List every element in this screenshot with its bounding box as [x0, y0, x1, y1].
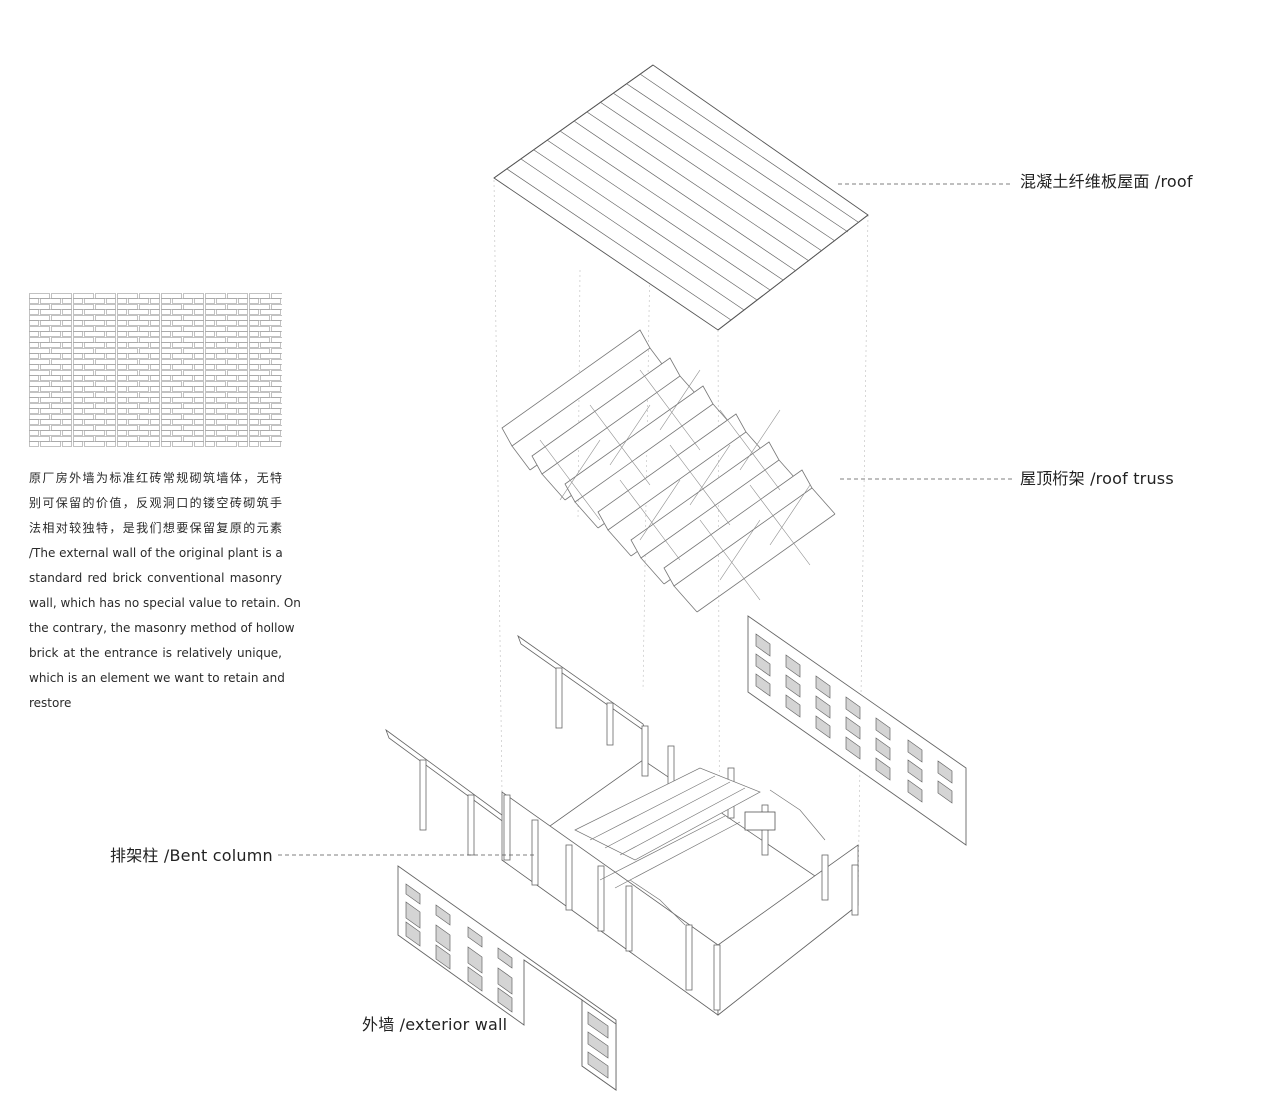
description-line: wall, which has no special value to reta… — [29, 596, 301, 610]
description-line: 法相对较独特，是我们想要保留复原的元素 — [29, 521, 282, 535]
roof-corrugation-lines — [506, 73, 859, 321]
truss-frame-6 — [663, 469, 836, 613]
description-line: 别可保留的价值，反观洞口的镂空砖砌筑手 — [29, 496, 282, 510]
description-line: standard red brick conventional masonry — [29, 571, 282, 585]
description-line: which is an element we want to retain an… — [29, 671, 285, 685]
hollow-brick-pattern — [29, 293, 282, 447]
description-line: the contrary, the masonry method of holl… — [29, 621, 295, 635]
callout-leaders — [278, 183, 1012, 856]
label-exterior-wall: 外墙 /exterior wall — [362, 1015, 508, 1034]
description-line: restore — [29, 696, 72, 710]
wall-windows-right — [755, 633, 953, 804]
description-line: brick at the entrance is relatively uniq… — [29, 646, 282, 660]
description-line: 原厂房外墙为标准红砖常规砌筑墙体，无特 — [29, 471, 282, 485]
exterior-wall-right — [747, 615, 967, 846]
crane-carriage — [744, 811, 776, 831]
label-bent-column: 排架柱 /Bent column — [110, 846, 273, 865]
roof-panel — [493, 64, 869, 331]
roof-truss — [501, 329, 836, 613]
building-frame — [385, 634, 859, 1016]
description-line: /The external wall of the original plant… — [29, 546, 283, 560]
exterior-wall-left — [397, 865, 617, 1091]
crane-beams — [574, 767, 761, 889]
truss-cross-bracing — [539, 369, 811, 601]
label-roof: 混凝土纤维板屋面 /roof — [1020, 172, 1193, 191]
wall-windows-left — [405, 883, 609, 1079]
description-paragraph: 原厂房外墙为标准红砖常规砌筑墙体，无特 别可保留的价值，反观洞口的镂空砖砌筑手 … — [29, 466, 301, 716]
label-roof-truss: 屋顶桁架 /roof truss — [1020, 469, 1174, 488]
